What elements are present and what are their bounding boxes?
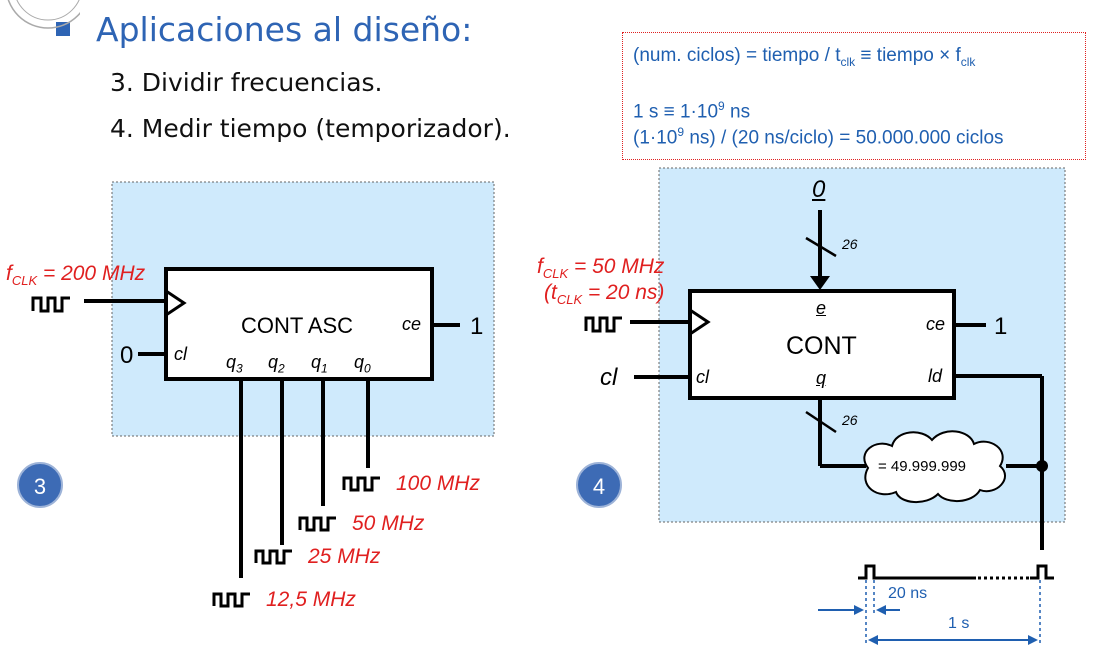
diagram3-cl-value: 0	[120, 342, 134, 369]
formula-second: 1 s ≡ 1·109 ns	[633, 99, 751, 123]
diagram4-e-arrowhead	[810, 276, 830, 290]
badge-4: 4	[576, 462, 622, 508]
diagram4-fclk-label: fCLK = 50 MHz	[537, 255, 665, 282]
diagram4-bus-slash-bottom	[805, 410, 837, 434]
freq-100mhz-label: 100 MHz	[396, 472, 481, 495]
diagram4-cl-pin: cl	[696, 367, 709, 387]
diagram3-q1-pin: q1	[311, 352, 328, 376]
list-item-dividir: 3. Dividir frecuencias.	[110, 68, 383, 97]
formula-cycles: (num. ciclos) = tiempo / tclk ≡ tiempo ×…	[633, 45, 976, 69]
freq-50mhz-label: 50 MHz	[352, 512, 425, 535]
timing-1s-head-left	[868, 635, 878, 645]
diagram3-clock-triangle	[165, 289, 187, 317]
diagram3-q3-pin: q3	[226, 352, 243, 376]
diagram4-comparator-cloud	[863, 430, 1007, 503]
wave-50mhz-icon	[298, 516, 336, 532]
freq-25mhz-label: 25 MHz	[308, 545, 381, 568]
diagram3-ce-pin: ce	[402, 314, 422, 334]
formula-result: (1·109 ns) / (20 ns/ciclo) = 50.000.000 …	[633, 125, 1004, 149]
diagram4-junction-dot	[1036, 460, 1048, 472]
diagram3-ce-value: 1	[470, 313, 484, 340]
diagram4-ld-pin: ld	[928, 366, 943, 386]
diagram4-comparator-label: = 49.999.999	[878, 458, 967, 475]
diagram4-bus-slash-top	[805, 236, 837, 258]
diagram4-q-pin: q	[816, 368, 827, 388]
timing-1s-label: 1 s	[948, 615, 970, 632]
diagram3-q2-pin: q2	[268, 352, 285, 376]
timing-20ns-head-right	[876, 605, 886, 615]
diagram4-bus-width-top: 26	[842, 236, 858, 252]
diagram4-zero-input: 0	[812, 176, 826, 203]
diagram3-fclk-label: fCLK = 200 MHz	[6, 262, 146, 289]
diagram3-block-label: CONT ASC	[241, 313, 354, 338]
diagram4-block-label: CONT	[786, 332, 857, 360]
list-item-medir: 4. Medir tiempo (temporizador).	[110, 114, 511, 143]
diagram4-clk-wave-icon	[584, 316, 622, 333]
diagram4-clock-triangle	[689, 308, 711, 336]
slide-title: Aplicaciones al diseño:	[96, 10, 473, 49]
diagram4-tclk-label: (tCLK = 20 ns)	[544, 281, 665, 308]
diagram4-bus-width-bottom: 26	[842, 412, 858, 428]
diagram4-ce-value: 1	[994, 313, 1008, 340]
diagram4-cl-input: cl	[600, 364, 618, 391]
diagram4-ce-pin: ce	[926, 314, 946, 334]
diagram4-counter-block	[688, 289, 956, 400]
wave-12-5mhz-icon	[212, 592, 250, 608]
timing-1s-head-right	[1028, 635, 1038, 645]
title-bullet	[56, 22, 70, 36]
wave-25mhz-icon	[254, 549, 292, 565]
diagram3-q0-pin: q0	[354, 352, 371, 376]
formula-box: (num. ciclos) = tiempo / tclk ≡ tiempo ×…	[622, 32, 1086, 160]
timing-20ns-head-left	[854, 605, 864, 615]
diagram3-cl-pin: cl	[174, 344, 187, 364]
freq-12-5mhz-label: 12,5 MHz	[266, 588, 356, 611]
timing-20ns-label: 20 ns	[888, 585, 928, 602]
diagram3-clk-wave-icon	[31, 296, 70, 313]
diagram3-counter-block	[164, 267, 434, 381]
wave-100mhz-icon	[342, 476, 380, 492]
timing-pulse-waveform-end	[1030, 564, 1054, 580]
university-seal	[7, 0, 80, 29]
diagram4-e-pin: e	[816, 298, 827, 318]
badge-3: 3	[17, 462, 63, 508]
timing-pulse-waveform	[858, 564, 976, 580]
